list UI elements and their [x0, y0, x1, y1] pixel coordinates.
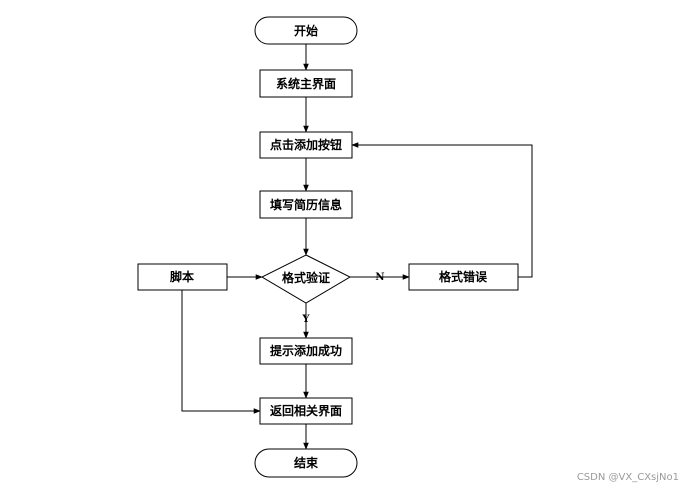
node-return-page-label: 返回相关界面 [270, 403, 342, 418]
node-return-page: 返回相关界面 [259, 397, 353, 425]
node-format-check-label: 格式验证 [282, 270, 330, 285]
node-script-label: 脚本 [170, 269, 194, 284]
node-format-error: 格式错误 [408, 263, 519, 291]
edge-label-yes: Y [301, 314, 310, 325]
connectors [181, 44, 533, 450]
node-add-success: 提示添加成功 [259, 337, 353, 365]
node-script: 脚本 [137, 263, 228, 291]
node-add-success-label: 提示添加成功 [270, 343, 342, 358]
node-start: 开始 [254, 16, 358, 45]
edge-script-return [181, 290, 261, 414]
node-start-label: 开始 [294, 23, 318, 38]
edge-error-loop [351, 142, 533, 278]
node-format-check: 格式验证 [260, 254, 352, 304]
node-click-add: 点击添加按钮 [259, 131, 353, 159]
edge-label-no: N [375, 272, 384, 283]
node-format-error-label: 格式错误 [439, 269, 488, 284]
node-fill-resume: 填写简历信息 [259, 190, 353, 219]
node-end-label: 结束 [294, 455, 319, 470]
node-click-add-label: 点击添加按钮 [270, 137, 342, 152]
node-end: 结束 [254, 448, 358, 478]
watermark: CSDN @VX_CXsjNo1 [577, 472, 679, 483]
node-main-ui: 系统主界面 [259, 69, 353, 98]
node-fill-resume-label: 填写简历信息 [270, 197, 342, 212]
node-main-ui-label: 系统主界面 [276, 76, 336, 91]
